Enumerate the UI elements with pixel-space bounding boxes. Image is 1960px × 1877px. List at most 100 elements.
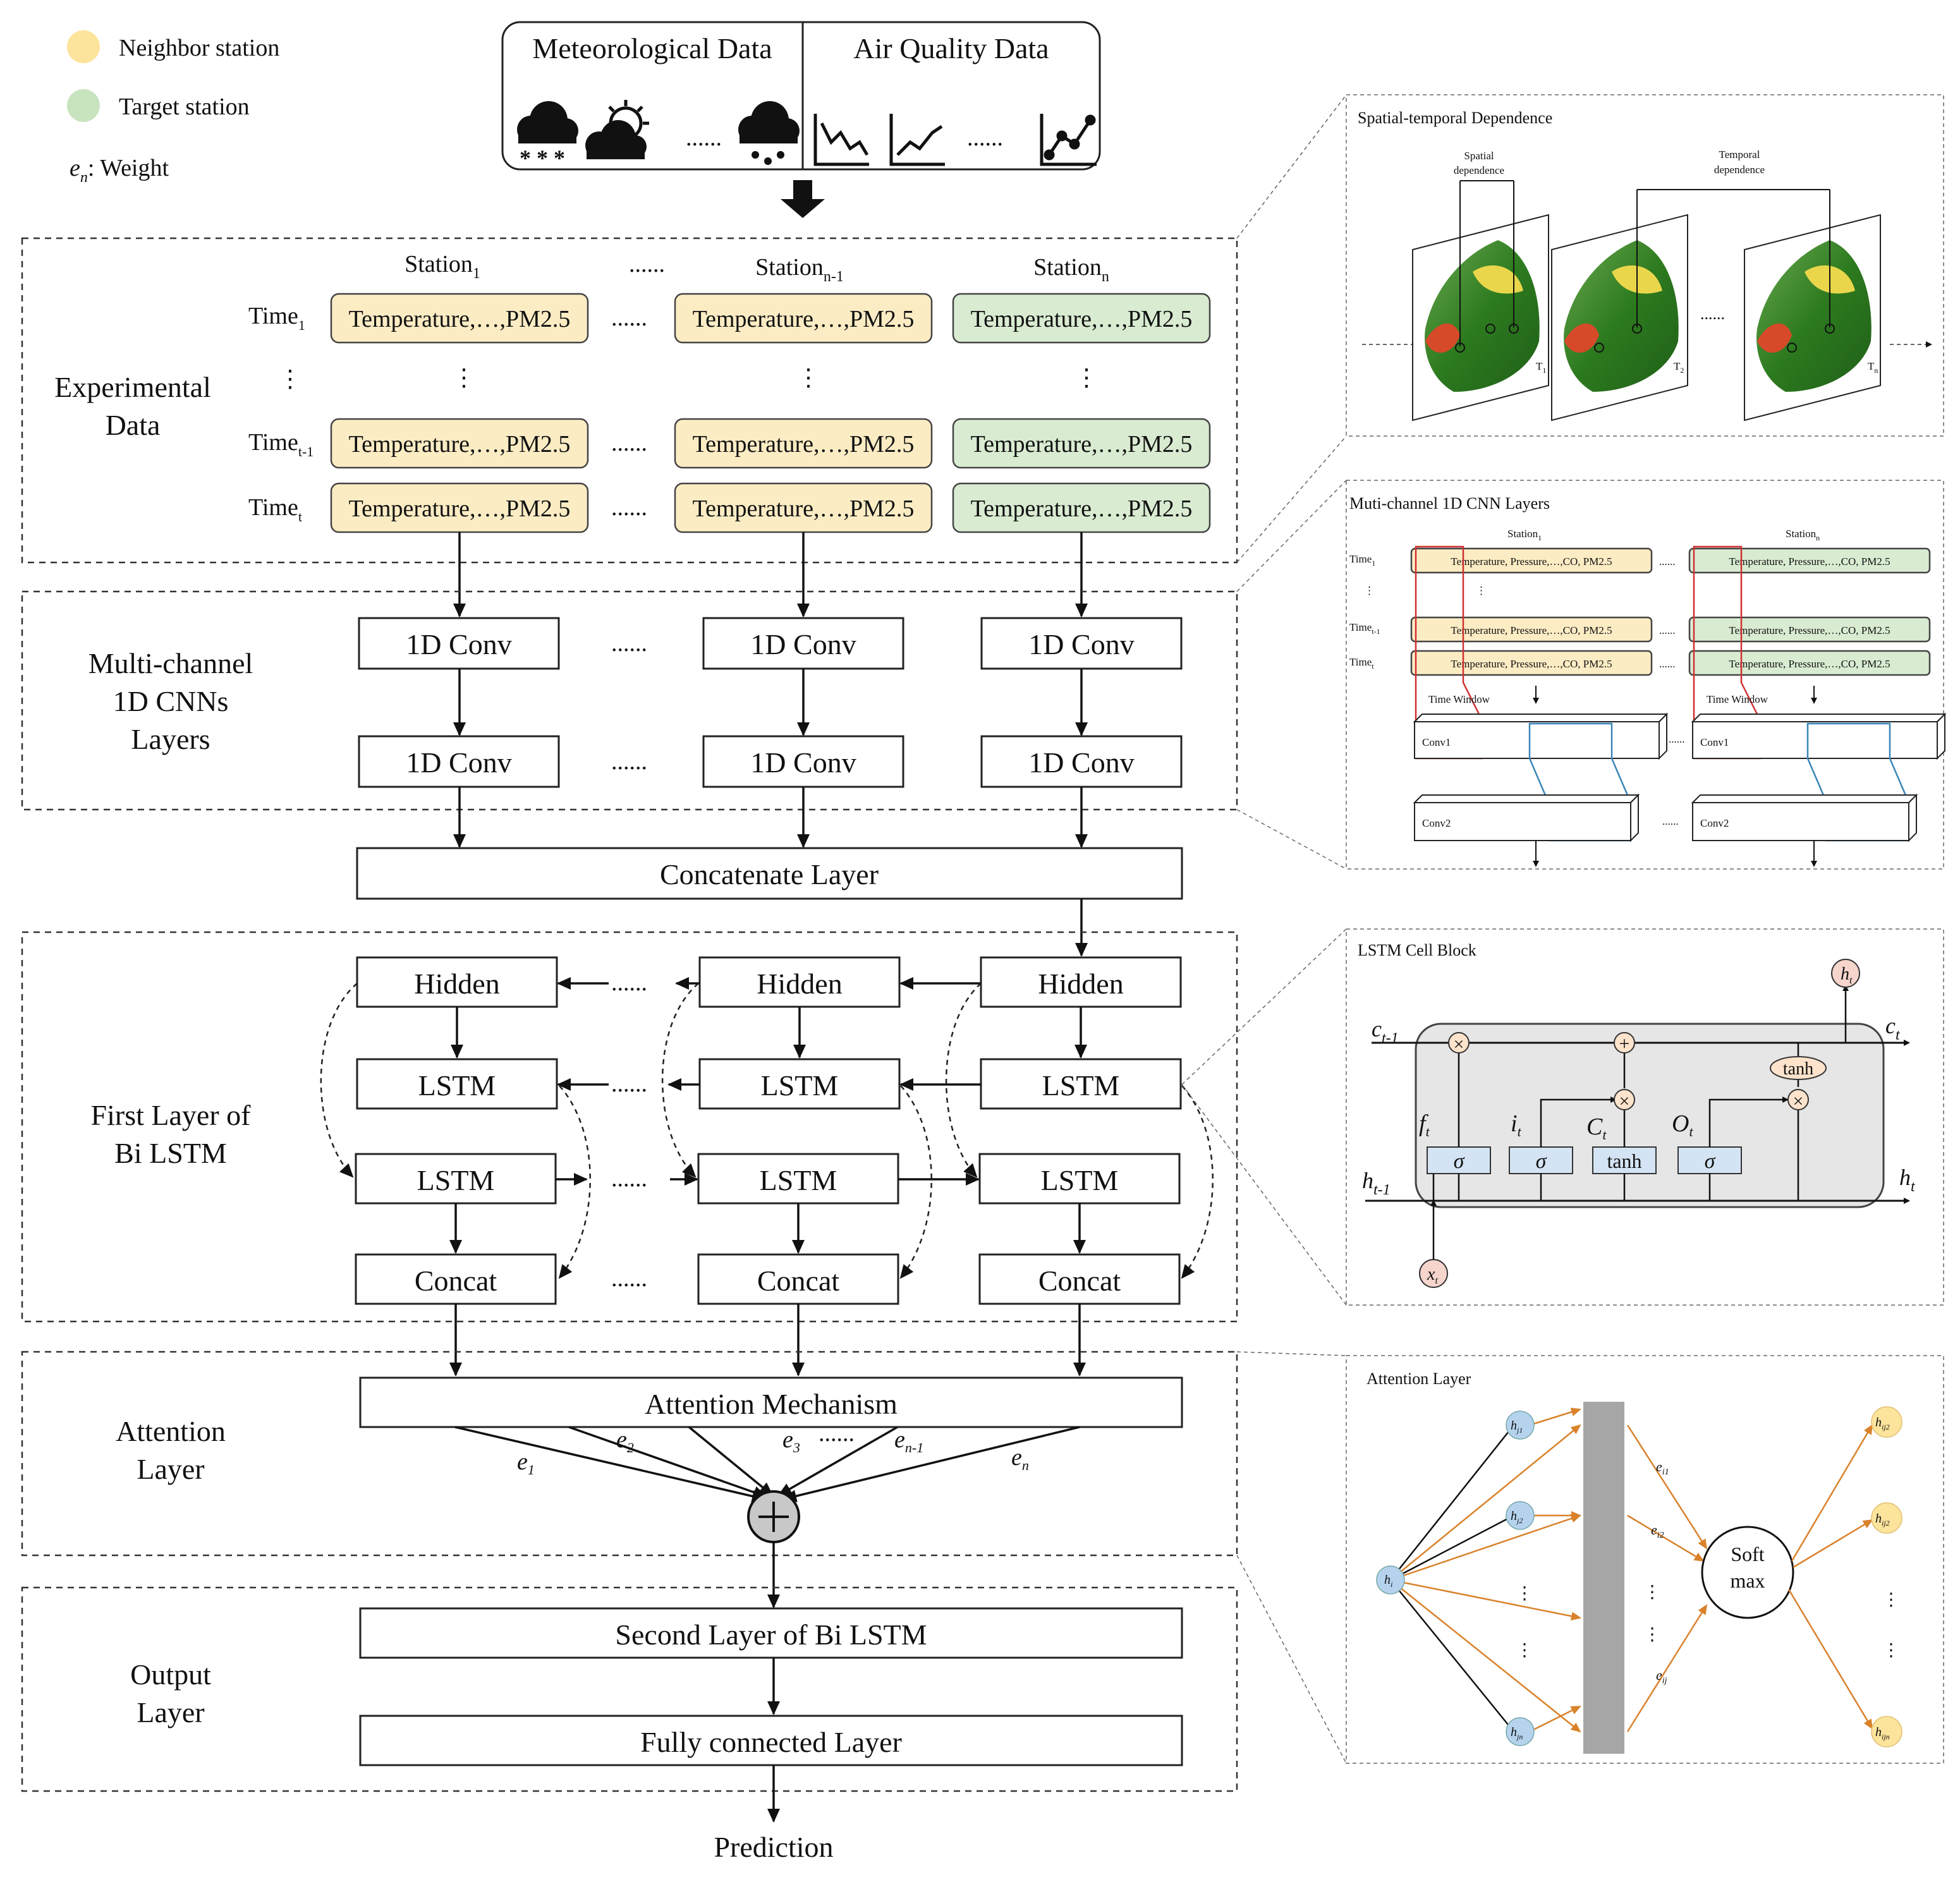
- cell-stationn1-timet1: [674, 418, 933, 469]
- second-bilstm-label: Second Layer of Bi LSTM: [615, 1619, 927, 1651]
- cell-stationn1-time1: [674, 293, 933, 344]
- row-dots: ......: [611, 430, 647, 456]
- conv-label: 1D Conv: [1028, 746, 1134, 779]
- concatenate-layer-label: Concatenate Layer: [660, 858, 879, 890]
- spatial-dep-label-2: dependence: [1454, 164, 1504, 176]
- station-1-header: Station1: [405, 251, 480, 282]
- rain-cloud-icon: [738, 101, 800, 165]
- h-next-label: ht: [1899, 1165, 1916, 1195]
- cnn-panel-vdots: ⋮: [1476, 585, 1487, 597]
- concat-label: Concat: [1038, 1265, 1121, 1297]
- conv-label: 1D Conv: [406, 746, 511, 779]
- weight-e2: e2: [616, 1426, 634, 1455]
- experimental-title-2: Data: [106, 409, 161, 441]
- meteorological-data-label: Meteorological Data: [532, 32, 772, 64]
- output-gate-sigma: σ: [1705, 1150, 1716, 1173]
- cnn-panel-cell: Temperature, Pressure,…,CO, PM2.5: [1451, 624, 1612, 636]
- cnn-title-3: Layers: [131, 723, 210, 755]
- conv-label: 1D Conv: [750, 746, 856, 779]
- lstm-label: LSTM: [417, 1164, 495, 1196]
- conv-blocks: 1D Conv ...... 1D Conv 1D Conv 1D Conv .…: [358, 617, 1183, 848]
- concatenate-layer-box: [356, 847, 1183, 900]
- output-title-1: Output: [130, 1658, 211, 1691]
- cnn-panel-time-window: Time Window: [1428, 693, 1490, 705]
- conv-box: [358, 735, 560, 788]
- attention-title-1: Attention: [116, 1415, 226, 1447]
- attention-mechanism-label: Attention Mechanism: [645, 1388, 898, 1420]
- frame-dots: ......: [1700, 305, 1725, 323]
- station-n-header: Stationn: [1033, 254, 1109, 285]
- weight-en1: en-1: [894, 1426, 923, 1455]
- weight-e1: e1: [517, 1449, 535, 1478]
- cell-text: Temperature,…,PM2.5: [971, 495, 1193, 522]
- cell-text: Temperature,…,PM2.5: [349, 431, 571, 458]
- bilstm-blocks: Hidden Hidden Hidden ...... LSTM LSTM LS…: [320, 956, 1214, 1376]
- conv-box: [702, 735, 904, 788]
- lstm-label: LSTM: [418, 1069, 496, 1102]
- hidden-label: Hidden: [414, 968, 499, 1000]
- station-header-dots: ......: [629, 251, 665, 277]
- conv-dots: ......: [611, 748, 647, 775]
- zoom-connectors: [1181, 94, 1347, 1764]
- attention-score-bar: [1583, 1402, 1624, 1754]
- softmax-node: [1701, 1526, 1794, 1619]
- concat-box: [355, 1253, 557, 1305]
- bilstm-frame: [21, 931, 1238, 1323]
- add-op: +: [1619, 1033, 1630, 1054]
- cnn-panel-time-1: Time1: [1349, 553, 1375, 568]
- weight-dots: ......: [819, 1420, 855, 1447]
- cell-text: Temperature,…,PM2.5: [349, 495, 571, 522]
- temporal-dep-label-2: dependence: [1714, 164, 1765, 176]
- cell-text: Temperature,…,PM2.5: [971, 306, 1193, 332]
- hidden-label: Hidden: [757, 968, 842, 1000]
- sun-cloud-icon: [585, 100, 649, 159]
- hj-vdots: ⋮: [1516, 1584, 1533, 1603]
- attn-e-vdots: ⋮: [1643, 1582, 1661, 1602]
- concat-box: [697, 1253, 899, 1305]
- cnn-panel-time-window: Time Window: [1707, 693, 1768, 705]
- row-dots: ......: [611, 305, 647, 331]
- concat-dots: ......: [611, 1265, 647, 1292]
- second-bilstm-box: [359, 1607, 1183, 1659]
- cell-stationn-timet1: [952, 418, 1211, 469]
- hidden-label: Hidden: [1038, 968, 1123, 1000]
- concat-label: Concat: [415, 1265, 497, 1297]
- fully-connected-label: Fully connected Layer: [640, 1726, 902, 1758]
- cnn-panel-dots: ......: [1669, 733, 1685, 745]
- candidate-gate-tanh: tanh: [1607, 1150, 1641, 1172]
- weight-symbol: en: Weight: [70, 155, 169, 186]
- lstm-label: LSTM: [1041, 1164, 1119, 1196]
- lstm-label: LSTM: [760, 1164, 837, 1196]
- cell-text: Temperature,…,PM2.5: [693, 306, 915, 332]
- mult-op: ×: [1454, 1034, 1464, 1055]
- cnn-panel-station-1: Station1: [1507, 528, 1542, 542]
- svg-text:* * *: * * *: [520, 145, 565, 171]
- mult-op: ×: [1793, 1091, 1804, 1112]
- lstm-label: LSTM: [1042, 1069, 1120, 1102]
- row-dots: ......: [611, 494, 647, 521]
- cnn-panel-title: Muti-channel 1D CNN Layers: [1349, 494, 1550, 513]
- bilstm-title-2: Bi LSTM: [114, 1137, 227, 1169]
- c-prev-label: ct-1: [1372, 1016, 1399, 1047]
- conv-box: [702, 617, 904, 670]
- cnn-panel-cell: Temperature, Pressure,…,CO, PM2.5: [1729, 556, 1890, 568]
- lstm-cell-body: [1415, 1023, 1885, 1208]
- input-down-arrow: [781, 180, 825, 218]
- input-gate: [1509, 1146, 1573, 1174]
- concat-label: Concat: [757, 1265, 840, 1297]
- snow-cloud-icon: * * *: [517, 101, 578, 171]
- time-1-label: Time1: [248, 303, 305, 333]
- cell-vdots: ⋮: [1074, 365, 1099, 391]
- neighbor-station-swatch: [67, 30, 100, 63]
- temporal-dep-label-1: Temporal: [1719, 149, 1760, 161]
- lstm-forward-box: [355, 1153, 557, 1205]
- cnn-panel-cell: Temperature, Pressure,…,CO, PM2.5: [1729, 658, 1890, 670]
- air-quality-data-label: Air Quality Data: [853, 32, 1049, 64]
- concat-box: [978, 1253, 1181, 1305]
- conv-box: [980, 735, 1183, 788]
- fully-connected-box: [359, 1715, 1183, 1766]
- scatter-line-chart-icon: [1040, 114, 1097, 166]
- cnn-panel-cell: Temperature, Pressure,…,CO, PM2.5: [1451, 556, 1612, 568]
- hij-vdots: ⋮: [1882, 1641, 1900, 1660]
